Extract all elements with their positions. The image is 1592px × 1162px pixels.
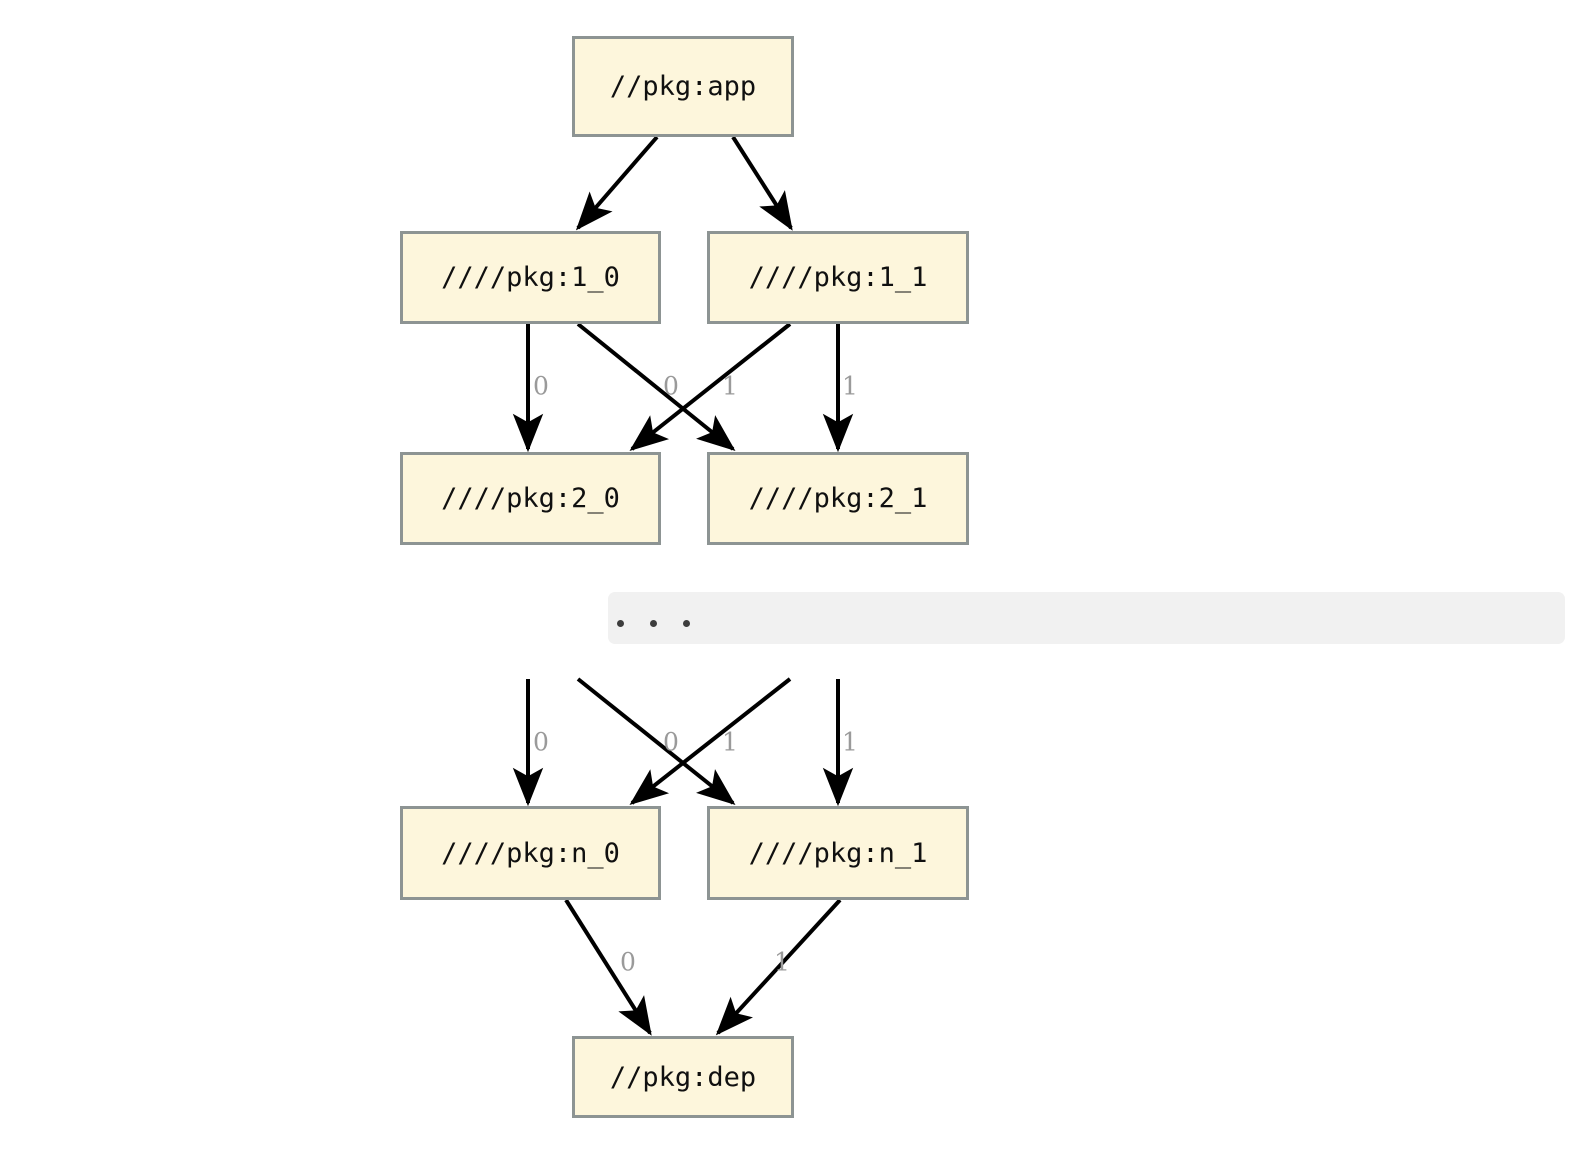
graph-edge — [576, 322, 736, 452]
graph-edge — [731, 135, 793, 231]
ellipsis-dot-icon — [683, 620, 690, 627]
graph-node-label: ////pkg:2_1 — [748, 483, 928, 514]
graph-edge — [564, 898, 652, 1036]
graph-edge — [575, 135, 659, 231]
graph-edge — [629, 677, 792, 805]
graph-node-n1_1[interactable]: ////pkg:1_1 — [707, 231, 969, 324]
graph-node-app[interactable]: //pkg:app — [572, 36, 794, 137]
graph-edge — [715, 898, 842, 1036]
graph-node-n2_0[interactable]: ////pkg:2_0 — [400, 452, 661, 545]
ellipsis-dots — [608, 620, 690, 644]
graph-edge-label: 0 — [663, 371, 679, 401]
graph-edge — [576, 677, 736, 805]
graph-node-nn_1[interactable]: ////pkg:n_1 — [707, 806, 969, 900]
graph-edge-label: 0 — [620, 947, 636, 977]
graph-edge-label: 0 — [533, 727, 549, 757]
graph-edge-label: 1 — [842, 371, 858, 401]
graph-node-label: ////pkg:1_1 — [748, 262, 928, 293]
ellipsis-dot-icon — [650, 620, 657, 627]
graph-edge-label: 1 — [842, 727, 858, 757]
graph-node-label: ////pkg:n_0 — [441, 837, 620, 869]
edge-lines — [512, 135, 854, 1036]
graph-node-label: ////pkg:n_1 — [748, 837, 928, 869]
graph-node-label: //pkg:dep — [609, 1061, 757, 1093]
graph-node-dep[interactable]: //pkg:dep — [572, 1036, 794, 1118]
graph-node-nn_0[interactable]: ////pkg:n_0 — [400, 806, 661, 900]
graph-edge-label: 0 — [663, 727, 679, 757]
graph-node-label: ////pkg:1_0 — [441, 262, 620, 293]
graph-edge-label: 1 — [722, 371, 738, 401]
graph-edge — [629, 322, 792, 451]
graph-node-n2_1[interactable]: ////pkg:2_1 — [707, 452, 969, 545]
ellipsis-dot-icon — [617, 620, 624, 627]
graph-node-label: //pkg:app — [609, 71, 757, 102]
graph-edge-label: 1 — [722, 727, 738, 757]
graph-node-n1_0[interactable]: ////pkg:1_0 — [400, 231, 661, 324]
graph-node-label: ////pkg:2_0 — [441, 483, 620, 514]
graph-edge-label: 1 — [774, 947, 790, 977]
truncation-ellipsis-band — [608, 592, 1565, 644]
graph-edge-label: 0 — [533, 371, 549, 401]
